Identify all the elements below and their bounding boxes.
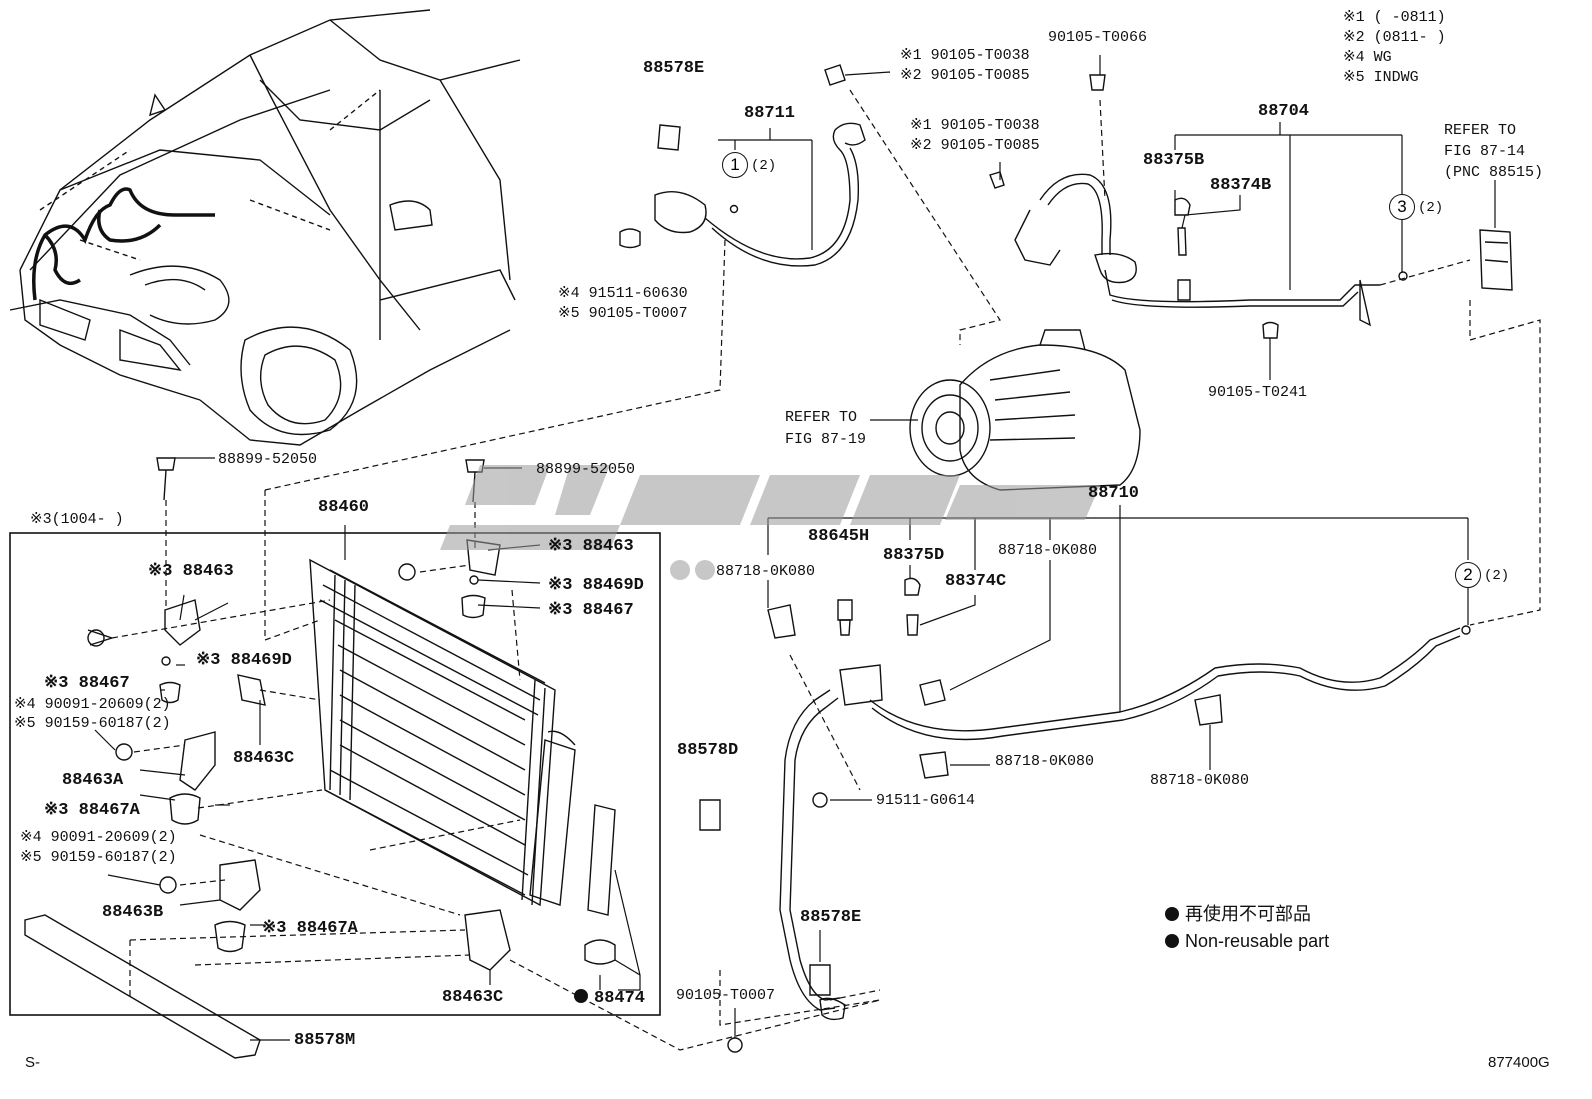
legend-jp: 再使用不可部品 (1165, 905, 1311, 923)
refer-compressor: REFER TO FIG 87-19 (785, 407, 866, 451)
label-t0038-b: ※1 90105-T0038 (910, 117, 1040, 134)
label-0K080-b: 88718-0K080 (998, 542, 1098, 559)
label-88463C-a: 88463C (233, 749, 295, 768)
label-88710: 88710 (1088, 484, 1140, 503)
callout-circle-1: 1 (722, 152, 748, 178)
label-88463A: 88463A (62, 771, 124, 790)
condenser-group-box (9, 532, 661, 1016)
note-1: ※1 ( -0811) (1343, 9, 1446, 26)
label-t0066: 90105-T0066 (1048, 29, 1148, 46)
receiver-drier (529, 739, 576, 906)
label-t0085-a: ※2 90105-T0085 (900, 67, 1030, 84)
label-88374B: 88374B (1210, 176, 1272, 195)
label-t0007-b: 90105-T0007 (676, 987, 776, 1004)
condenser-core (309, 558, 556, 907)
label-0K080-c: 88718-0K080 (995, 753, 1095, 770)
label-88375B: 88375B (1143, 151, 1205, 170)
label-88463-right: ※3 88463 (548, 537, 634, 556)
refer-valve-line2: FIG 87-14 (1444, 143, 1526, 160)
label-52050-a: 88899-52050 (218, 451, 318, 468)
label-0K080-a: 88718-0K080 (716, 563, 816, 580)
label-88711: 88711 (744, 104, 796, 123)
label-88374C: 88374C (945, 572, 1007, 591)
figure-code: 877400G (1488, 1054, 1550, 1071)
applicability-notes: ※1 ( -0811) ※2 (0811- ) ※4 WG ※5 INDWG (1343, 8, 1446, 88)
note-4: ※4 WG (1343, 49, 1392, 66)
label-88375D: 88375D (883, 546, 945, 565)
legend-dot-en (1165, 934, 1179, 948)
label-t0241: 90105-T0241 (1208, 384, 1308, 401)
label-88645H: 88645H (808, 527, 870, 546)
seal-bar (24, 914, 261, 1059)
label-88463-left: ※3 88463 (148, 562, 234, 581)
note-5: ※5 INDWG (1343, 69, 1419, 86)
label-60630: ※4 91511-60630 (558, 285, 688, 302)
expansion-valve (1479, 229, 1513, 291)
label-88469D-left: ※3 88469D (196, 651, 292, 670)
drier-cap (584, 939, 616, 965)
refer-valve-line3: (PNC 88515) (1444, 164, 1544, 181)
label-88474: 88474 (574, 989, 645, 1007)
highlighted-ac-lines (32, 187, 215, 301)
label-t0007-a: ※5 90105-T0007 (558, 305, 688, 322)
label-88463C-b: 88463C (442, 988, 504, 1007)
label-88578D: 88578D (677, 741, 739, 760)
legend-en: Non-reusable part (1165, 932, 1329, 950)
note-2: ※2 (0811- ) (1343, 29, 1446, 46)
legend-en-text: Non-reusable part (1185, 931, 1330, 951)
callout-qty-2: (2) (1484, 568, 1510, 584)
label-88474-text: 88474 (594, 989, 646, 1008)
refer-compressor-line2: FIG 87-19 (785, 431, 867, 448)
non-reusable-marker (574, 989, 588, 1003)
label-88467A-a: ※3 88467A (44, 801, 140, 820)
label-20609-b: ※4 90091-20609(2) (20, 829, 177, 846)
label-88467-right: ※3 88467 (548, 601, 634, 620)
pipe-88704 (989, 74, 1408, 339)
legend-jp-text: 再使用不可部品 (1185, 904, 1311, 924)
corner-code: S- (25, 1054, 40, 1071)
refer-valve-line1: REFER TO (1444, 122, 1517, 139)
callout-circle-2: 2 (1455, 562, 1481, 588)
label-t0038-a: ※1 90105-T0038 (900, 47, 1030, 64)
label-0K080-d: 88718-0K080 (1150, 772, 1250, 789)
label-88460: 88460 (318, 498, 370, 517)
watermark (440, 465, 1100, 580)
refer-valve: REFER TO FIG 87-14 (PNC 88515) (1444, 120, 1543, 183)
label-88469D-right: ※3 88469D (548, 576, 644, 595)
callout-qty-1: (2) (751, 158, 777, 174)
label-60187-b: ※5 90159-60187(2) (20, 849, 177, 866)
legend-dot-jp (1165, 907, 1179, 921)
drier-filter (587, 804, 616, 916)
callout-qty-3: (2) (1418, 200, 1444, 216)
pipe-88710 (699, 577, 1471, 1053)
label-box-note: ※3(1004- ) (30, 511, 124, 528)
label-20609-a: ※4 90091-20609(2) (14, 696, 171, 713)
callout-circle-3: 3 (1389, 194, 1415, 220)
label-88463B: 88463B (102, 903, 164, 922)
label-52050-b: 88899-52050 (536, 461, 636, 478)
label-88467-left: ※3 88467 (44, 674, 130, 693)
label-G0614: 91511-G0614 (876, 792, 976, 809)
vehicle-illustration (9, 9, 521, 446)
label-88578E-bottom: 88578E (800, 908, 862, 927)
pipe-88711 (619, 64, 866, 267)
label-88578E-top: 88578E (643, 59, 705, 78)
label-60187-a: ※5 90159-60187(2) (14, 715, 171, 732)
label-88704: 88704 (1258, 102, 1310, 121)
label-88467A-b: ※3 88467A (262, 919, 358, 938)
refer-compressor-line1: REFER TO (785, 409, 858, 426)
label-t0085-b: ※2 90105-T0085 (910, 137, 1040, 154)
label-88578M: 88578M (294, 1031, 356, 1050)
ac-compressor (909, 329, 1141, 491)
